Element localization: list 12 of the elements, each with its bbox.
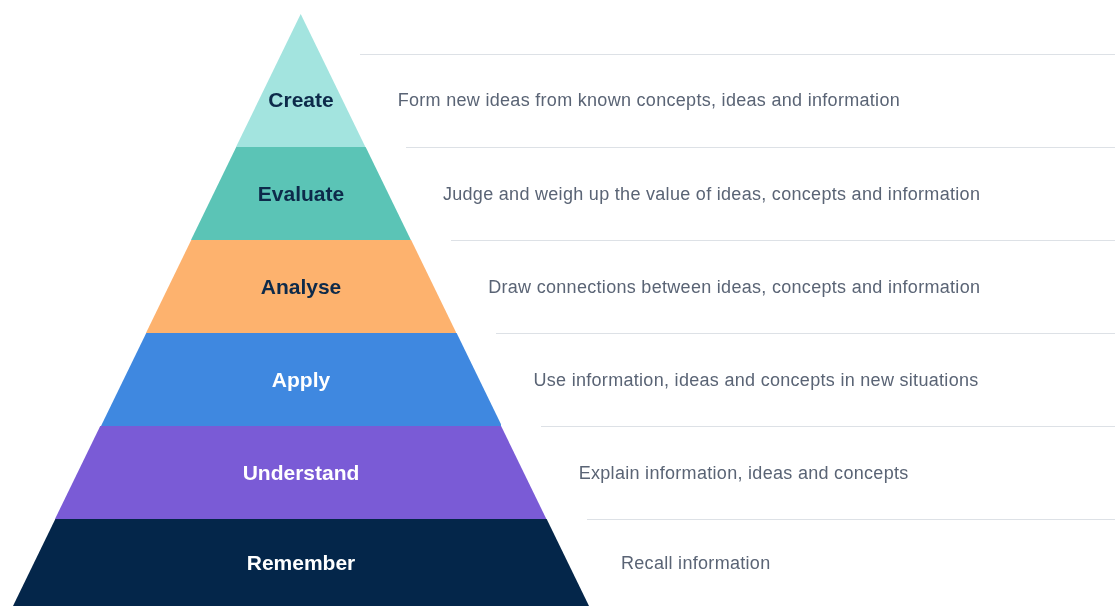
tier-description: Judge and weigh up the value of ideas, concepts and information: [442, 183, 981, 204]
tier-label: Understand: [242, 460, 360, 485]
tier-description: Explain information, ideas and concepts: [578, 462, 909, 483]
tier-description: Form new ideas from known concepts, ideas and information: [397, 89, 901, 111]
tier-description: Draw connections between ideas, concepts and information: [488, 276, 981, 297]
tier-description: Use information, ideas and concepts in new situations: [533, 369, 979, 390]
tier-description: Recall information: [621, 552, 771, 573]
tier-label: Analyse: [260, 274, 342, 299]
tier-label: Remember: [246, 550, 356, 575]
tier-label: Apply: [271, 367, 331, 392]
tier-label: Evaluate: [257, 181, 345, 206]
tier-label: Create: [268, 88, 334, 112]
